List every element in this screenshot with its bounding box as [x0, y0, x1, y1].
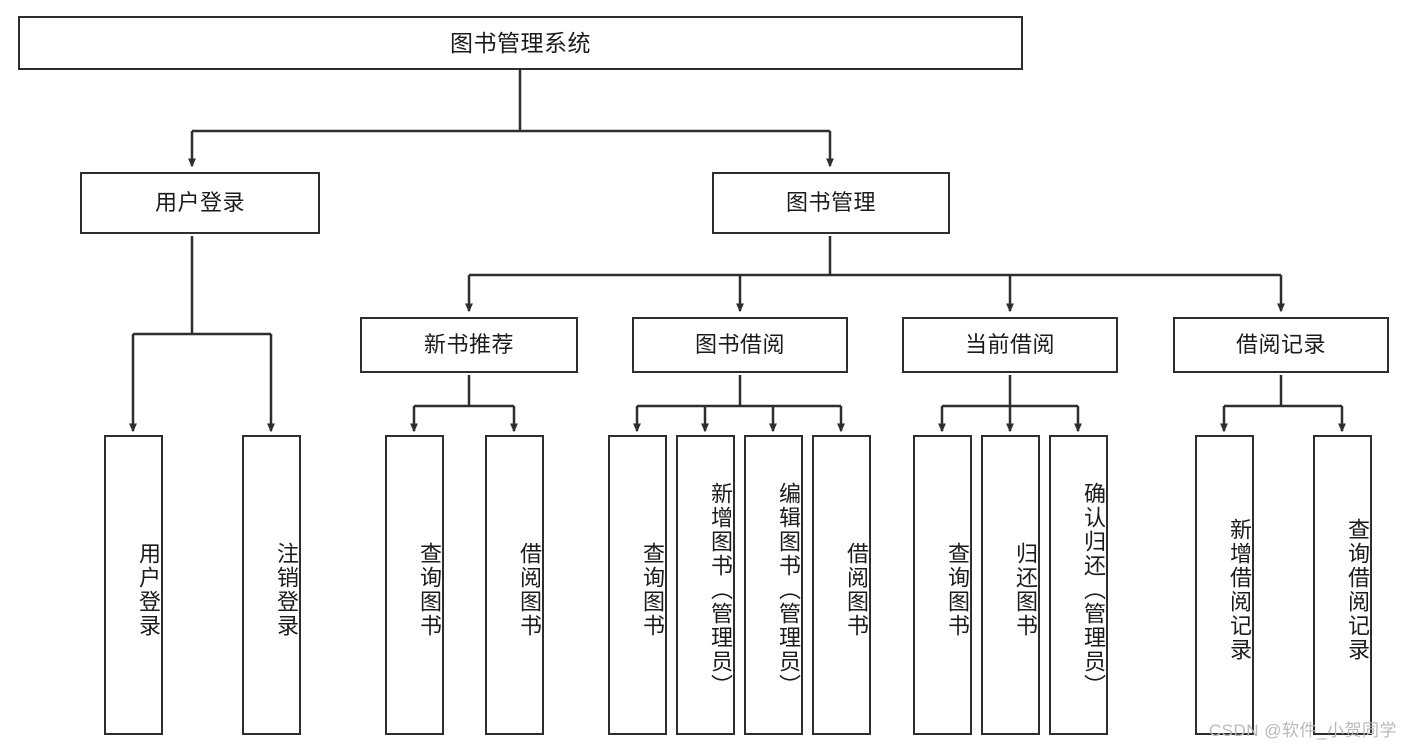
leaf-book-borrow-borrow-label: 借阅图书 [844, 542, 869, 638]
leaf-book-borrow-query-label: 查询图书 [640, 542, 665, 638]
leaf-new-book-query-label: 查询图书 [417, 542, 442, 638]
node-book-management[interactable]: 图书管理 [712, 172, 950, 234]
leaf-user-login-login[interactable]: 用户登录 [104, 435, 163, 735]
leaf-book-borrow-edit[interactable]: 编辑图书（管理员） [744, 435, 803, 735]
node-current-borrow-label: 当前借阅 [964, 332, 1055, 358]
leaf-borrow-record-query[interactable]: 查询借阅记录 [1313, 435, 1372, 735]
leaf-current-borrow-confirm-return-label: 确认归还（管理员） [1081, 482, 1106, 698]
node-borrow-record[interactable]: 借阅记录 [1173, 317, 1389, 373]
leaf-new-book-borrow-label: 借阅图书 [517, 542, 542, 638]
leaf-borrow-record-add-label: 新增借阅记录 [1227, 518, 1252, 662]
leaf-book-borrow-add[interactable]: 新增图书（管理员） [676, 435, 735, 735]
leaf-book-borrow-borrow[interactable]: 借阅图书 [812, 435, 871, 735]
leaf-current-borrow-confirm-return[interactable]: 确认归还（管理员） [1049, 435, 1108, 735]
node-book-management-label: 图书管理 [785, 190, 876, 216]
leaf-user-login-logout[interactable]: 注销登录 [242, 435, 301, 735]
csdn-watermark: CSDN @软件_小贺同学 [1208, 721, 1397, 740]
leaf-borrow-record-add[interactable]: 新增借阅记录 [1195, 435, 1254, 735]
leaf-user-login-login-label: 用户登录 [136, 542, 161, 638]
leaf-current-borrow-return[interactable]: 归还图书 [981, 435, 1040, 735]
leaf-current-borrow-query-label: 查询图书 [945, 542, 970, 638]
node-current-borrow[interactable]: 当前借阅 [902, 317, 1118, 373]
leaf-current-borrow-query[interactable]: 查询图书 [913, 435, 972, 735]
leaf-book-borrow-edit-label: 编辑图书（管理员） [776, 482, 801, 698]
node-borrow-record-label: 借阅记录 [1235, 332, 1326, 358]
leaf-current-borrow-return-label: 归还图书 [1013, 542, 1038, 638]
leaf-new-book-borrow[interactable]: 借阅图书 [485, 435, 544, 735]
leaf-book-borrow-add-label: 新增图书（管理员） [708, 482, 733, 698]
node-book-borrow[interactable]: 图书借阅 [632, 317, 848, 373]
leaf-book-borrow-query[interactable]: 查询图书 [608, 435, 667, 735]
node-root-system[interactable]: 图书管理系统 [18, 16, 1023, 70]
node-user-login[interactable]: 用户登录 [80, 172, 320, 234]
leaf-user-login-logout-label: 注销登录 [274, 542, 299, 638]
node-user-login-label: 用户登录 [154, 190, 245, 216]
leaf-new-book-query[interactable]: 查询图书 [385, 435, 444, 735]
node-new-book-recommend-label: 新书推荐 [423, 332, 514, 358]
node-book-borrow-label: 图书借阅 [694, 332, 785, 358]
node-root-system-label: 图书管理系统 [450, 29, 591, 56]
node-new-book-recommend[interactable]: 新书推荐 [360, 317, 578, 373]
leaf-borrow-record-query-label: 查询借阅记录 [1345, 518, 1370, 662]
